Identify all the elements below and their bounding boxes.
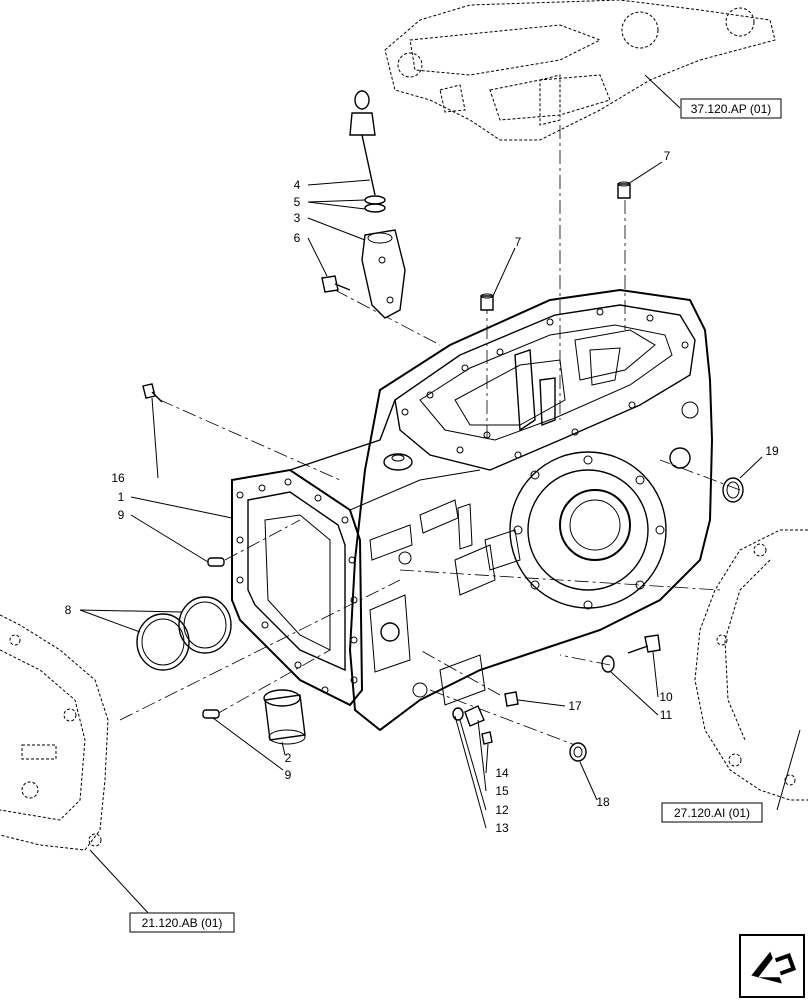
flange-bolt-holes	[401, 308, 689, 459]
bolt-16	[142, 383, 163, 403]
callout-4: 4	[294, 178, 301, 192]
reference-box-bottom-left[interactable]: 21.120.AB (01)	[129, 912, 235, 933]
callout-5: 5	[294, 195, 301, 209]
phantom-assembly-left	[0, 614, 109, 851]
reference-label-right: 27.120.AI (01)	[674, 806, 750, 820]
rear-flange-bolts	[513, 455, 665, 610]
callout-10: 10	[659, 690, 673, 704]
callout-17: 17	[568, 699, 582, 713]
phantom-assembly-top	[384, 0, 776, 141]
reference-box-right[interactable]: 27.120.AI (01)	[661, 802, 763, 823]
callout-8: 8	[65, 603, 72, 617]
reference-label-top-right: 37.120.AP (01)	[691, 102, 772, 116]
arrow-navigation-icon[interactable]	[739, 934, 805, 998]
callout-12: 12	[495, 803, 509, 817]
plug-18	[569, 742, 587, 762]
callout-15: 15	[495, 784, 509, 798]
reference-label-bottom-left: 21.120.AB (01)	[142, 916, 223, 930]
callout-11: 11	[660, 708, 673, 722]
callout-14: 14	[495, 766, 509, 780]
callout-7-mid: 7	[515, 235, 522, 249]
dipstick-assembly	[349, 90, 406, 319]
pin-9-lower	[202, 709, 220, 719]
front-flange-bolts	[236, 478, 358, 694]
pin-9-upper	[207, 557, 225, 567]
sleeve-2	[263, 689, 306, 745]
bolt-10	[627, 634, 661, 654]
dowel-7-mid	[480, 293, 494, 311]
callout-3: 3	[294, 211, 301, 225]
callout-6: 6	[294, 231, 301, 245]
callout-2: 2	[285, 751, 292, 765]
callout-18: 18	[596, 795, 610, 809]
callout-19: 19	[765, 444, 779, 458]
transmission-housing	[231, 288, 714, 732]
cover-12-15	[452, 705, 493, 745]
callout-labels: 4 5 3 6 7 7 16 1 9 8 2 9 10 11 17 14 15 …	[65, 149, 779, 835]
dowel-7-top	[617, 181, 631, 199]
seal-19	[722, 477, 744, 503]
phantom-assembly-right	[694, 529, 808, 801]
callout-7-top: 7	[664, 149, 671, 163]
callout-9-lower: 9	[285, 768, 292, 782]
washer-11	[601, 655, 615, 673]
callout-9-upper: 9	[118, 508, 125, 522]
callout-13: 13	[495, 821, 509, 835]
callout-16: 16	[111, 471, 125, 485]
plug-17	[504, 691, 519, 707]
snap-rings-8	[136, 596, 232, 671]
reference-box-top-right[interactable]: 37.120.AP (01)	[680, 98, 782, 119]
bolt-6	[321, 275, 351, 293]
callout-1: 1	[118, 490, 125, 504]
leader-lines	[79, 74, 801, 916]
